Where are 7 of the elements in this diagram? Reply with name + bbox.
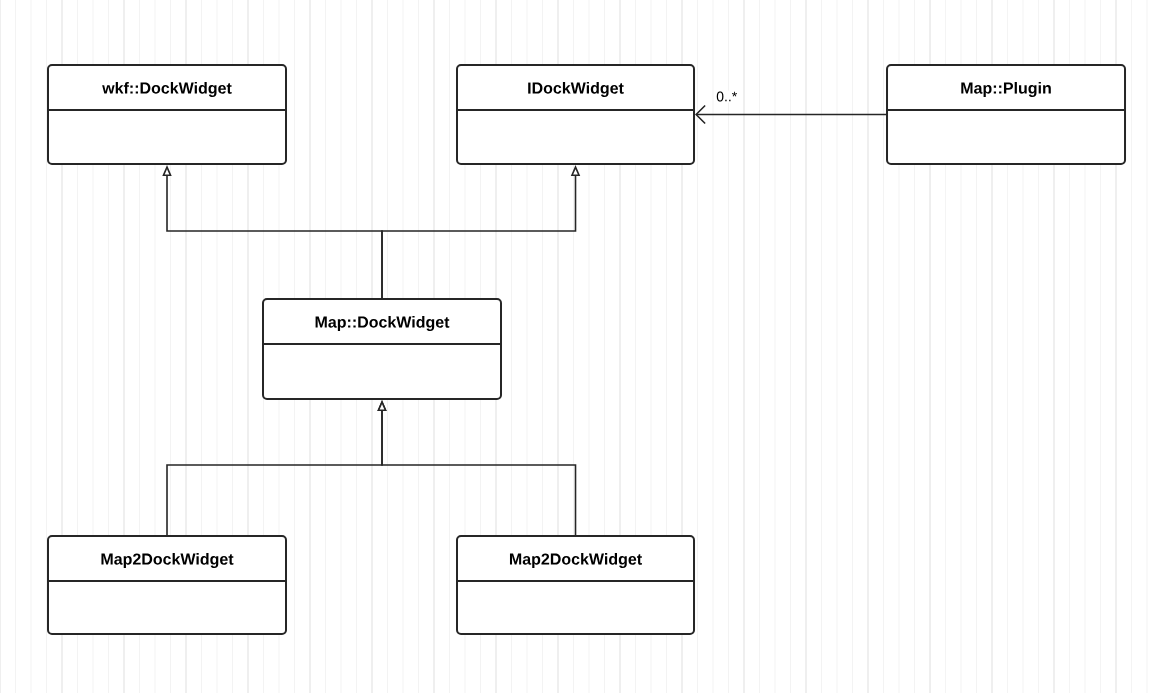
class-box: IDockWidget xyxy=(455,64,695,165)
connector xyxy=(695,104,887,125)
class-box: Map2DockWidget xyxy=(455,535,695,635)
class-box: wkf::DockWidget xyxy=(46,64,287,165)
class-box: Map::DockWidget xyxy=(261,298,502,400)
class-box: Map::Plugin xyxy=(885,64,1126,165)
class-box: Map2DockWidget xyxy=(46,535,287,635)
